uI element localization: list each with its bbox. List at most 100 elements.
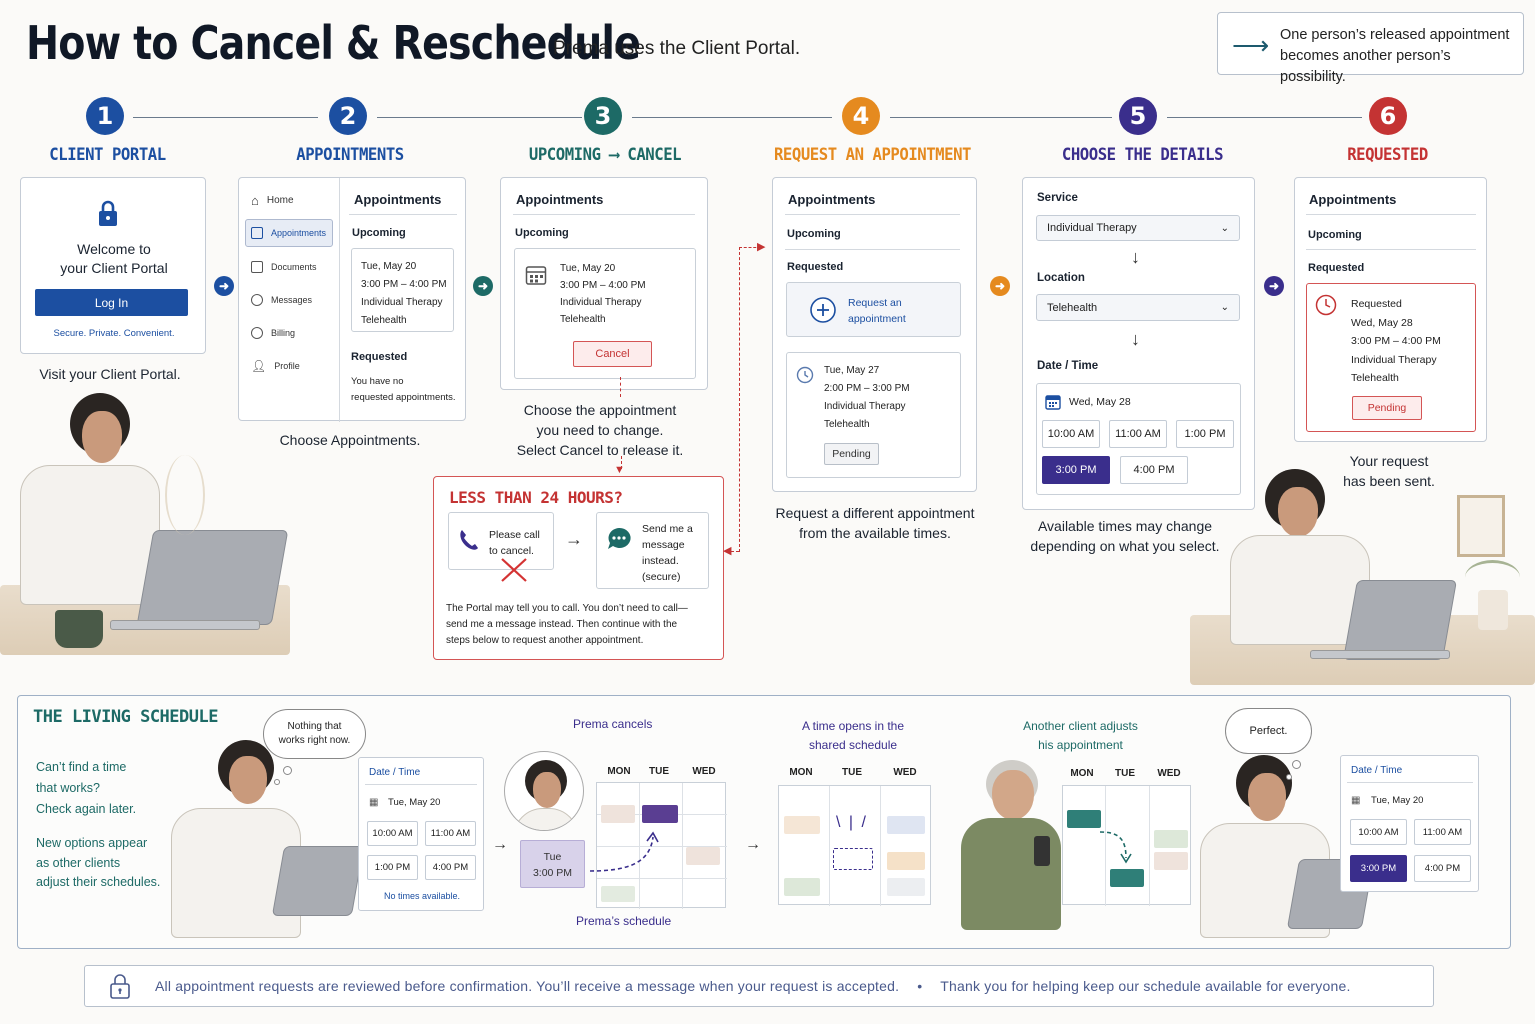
step-1-number: 1 (86, 97, 124, 135)
login-button[interactable]: Log In (35, 289, 188, 316)
day-header: MON (789, 767, 813, 778)
page-subtitle: Prema uses the Client Portal. (553, 38, 801, 59)
thought-bubble: Nothing that works right now. (263, 709, 366, 759)
living-title: THE LIVING SCHEDULE (33, 707, 218, 727)
arrow-left-icon: ◀ (723, 545, 732, 557)
prema-schedule-label: Prema’s schedule (576, 914, 672, 928)
message-option[interactable]: Send me a message instead. (secure) (596, 512, 709, 589)
time-slot[interactable]: 1:00 PM (367, 855, 418, 880)
time-slot[interactable]: 11:00 AM (425, 821, 476, 846)
curved-arrow-icon (589, 831, 659, 872)
another-client-label: Another client adjusts his appointment (1023, 719, 1138, 752)
calendar-icon: ▦ (369, 797, 379, 808)
appointments-heading: Appointments (516, 192, 604, 207)
requested-appointment[interactable]: Requested Wed, May 28 3:00 PM – 4:00 PM … (1306, 283, 1476, 432)
step-2-caption: Choose Appointments. (279, 432, 421, 448)
panel-date: Tue, May 20 (388, 797, 441, 808)
step-1-caption: Visit your Client Portal. (39, 366, 181, 382)
day-header: MON (1070, 768, 1094, 779)
upcoming-label: Upcoming (352, 227, 406, 239)
arrow-right-icon: ⟶ (1232, 30, 1270, 60)
illustration-person-laptop-right (1180, 465, 1535, 685)
adjusted-schedule-grid (1062, 785, 1191, 906)
time-slot[interactable]: 10:00 AM (367, 821, 418, 846)
arrow-down-icon: ↓ (1131, 247, 1140, 267)
upcoming-appointment[interactable]: Tue, May 20 3:00 PM – 4:00 PM Individual… (351, 248, 454, 332)
pending-badge: Pending (824, 443, 879, 465)
living-text-1: Can’t find a time that works? Check agai… (36, 760, 137, 816)
time-slot[interactable]: 1:00 PM (1176, 420, 1234, 448)
service-label: Service (1037, 192, 1078, 204)
day-header: WED (893, 767, 917, 778)
day-header: TUE (842, 767, 862, 778)
requested-label: Requested (1308, 262, 1365, 274)
arrow-down-icon: ↓ (1131, 329, 1140, 349)
step-5-label: CHOOSE THE DETAILS (1061, 145, 1224, 165)
step-6-caption: Your request has been sent. (1343, 453, 1435, 489)
cancelled-slot: Tue 3:00 PM (520, 840, 585, 888)
sparkle-icon: \ | / (836, 814, 868, 831)
time-slot[interactable]: 11:00 AM (1109, 420, 1167, 448)
time-slot[interactable]: 11:00 AM (1414, 819, 1471, 845)
time-slot[interactable]: 10:00 AM (1042, 420, 1100, 448)
prema-avatar (504, 751, 584, 831)
curved-arrow-icon (1099, 831, 1132, 864)
nav-home[interactable]: ⌂Home (251, 193, 294, 208)
picker-date: Wed, May 28 (1069, 396, 1131, 408)
chat-icon (608, 527, 631, 549)
time-slot-selected[interactable]: 3:00 PM (1350, 855, 1407, 882)
step-5-caption: Available times may change depending on … (1030, 518, 1220, 554)
nav-profile[interactable]: 👤︎Profile (251, 359, 300, 373)
arrow-down-icon: ▼ (614, 464, 625, 476)
welcome-line-2: your Client Portal (60, 260, 168, 276)
user-icon: 👤︎ (251, 359, 267, 373)
time-slot[interactable]: 4:00 PM (1414, 855, 1471, 882)
step-6-label: REQUESTED (1347, 145, 1428, 165)
nav-billing[interactable]: Billing (251, 327, 295, 339)
living-text-2: New options appear as other clients adju… (36, 836, 161, 889)
time-slot-selected[interactable]: 3:00 PM (1042, 456, 1110, 484)
pending-appointment[interactable]: Tue, May 27 2:00 PM – 3:00 PM Individual… (786, 352, 961, 478)
upcoming-label: Upcoming (515, 227, 569, 239)
day-header: TUE (649, 766, 669, 777)
illustration-older-client (956, 756, 1066, 936)
time-slot[interactable]: 4:00 PM (1120, 456, 1188, 484)
time-slot[interactable]: 10:00 AM (1350, 819, 1407, 845)
datetime-label: Date / Time (1037, 360, 1099, 372)
location-select[interactable]: Telehealth ⌄ (1036, 294, 1240, 321)
call-option: Please call to cancel. (448, 512, 554, 582)
upcoming-appointment[interactable]: Tue, May 20 3:00 PM – 4:00 PM Individual… (514, 248, 696, 379)
calendar-icon: ▦ (1351, 795, 1361, 806)
time-slot[interactable]: 4:00 PM (425, 855, 476, 880)
appointments-heading: Appointments (1309, 192, 1397, 207)
cancel-button[interactable]: Cancel (573, 341, 652, 367)
step-connector (377, 117, 582, 118)
x-mark-icon (501, 558, 527, 582)
prema-schedule-grid (596, 782, 727, 909)
nav-appointments[interactable]: Appointments (251, 227, 326, 239)
requested-label: Requested (787, 261, 844, 273)
request-appointment-button[interactable]: Request an appointment (786, 282, 961, 337)
panel-date: Tue, May 20 (1371, 795, 1424, 806)
datetime-panel-empty: Date / Time ▦ Tue, May 20 10:00 AM 11:00… (358, 757, 484, 911)
arrow-right-icon: ▶ (757, 241, 766, 253)
day-header: TUE (1115, 768, 1135, 779)
arrow-right-icon: → (492, 836, 508, 853)
location-label: Location (1037, 272, 1085, 284)
service-select[interactable]: Individual Therapy ⌄ (1036, 215, 1240, 241)
quote-text: One person’s released appointment become… (1280, 27, 1510, 85)
step-3-label: UPCOMING ⟶ CANCEL (528, 145, 682, 165)
message-icon (251, 294, 263, 306)
upcoming-label: Upcoming (787, 228, 841, 240)
clock-icon (796, 366, 814, 384)
appointments-nav-card: ⌂Home Appointments Documents Messages Bi… (238, 177, 466, 422)
nav-documents[interactable]: Documents (251, 261, 317, 273)
time-picker: Wed, May 28 10:00 AM 11:00 AM 1:00 PM 3:… (1036, 383, 1241, 495)
datetime-label: Date / Time (369, 767, 421, 778)
datetime-panel-available: Date / Time ▦ Tue, May 20 10:00 AM 11:00… (1340, 755, 1479, 892)
nav-messages[interactable]: Messages (251, 294, 312, 306)
less-than-24-hours-panel: LESS THAN 24 HOURS? Please call to cance… (433, 476, 724, 660)
step-4-label: REQUEST AN APPOINTMENT (773, 145, 972, 165)
step-6-number: 6 (1369, 97, 1407, 135)
request-appointment-card: Appointments Upcoming Requested Request … (772, 177, 977, 492)
